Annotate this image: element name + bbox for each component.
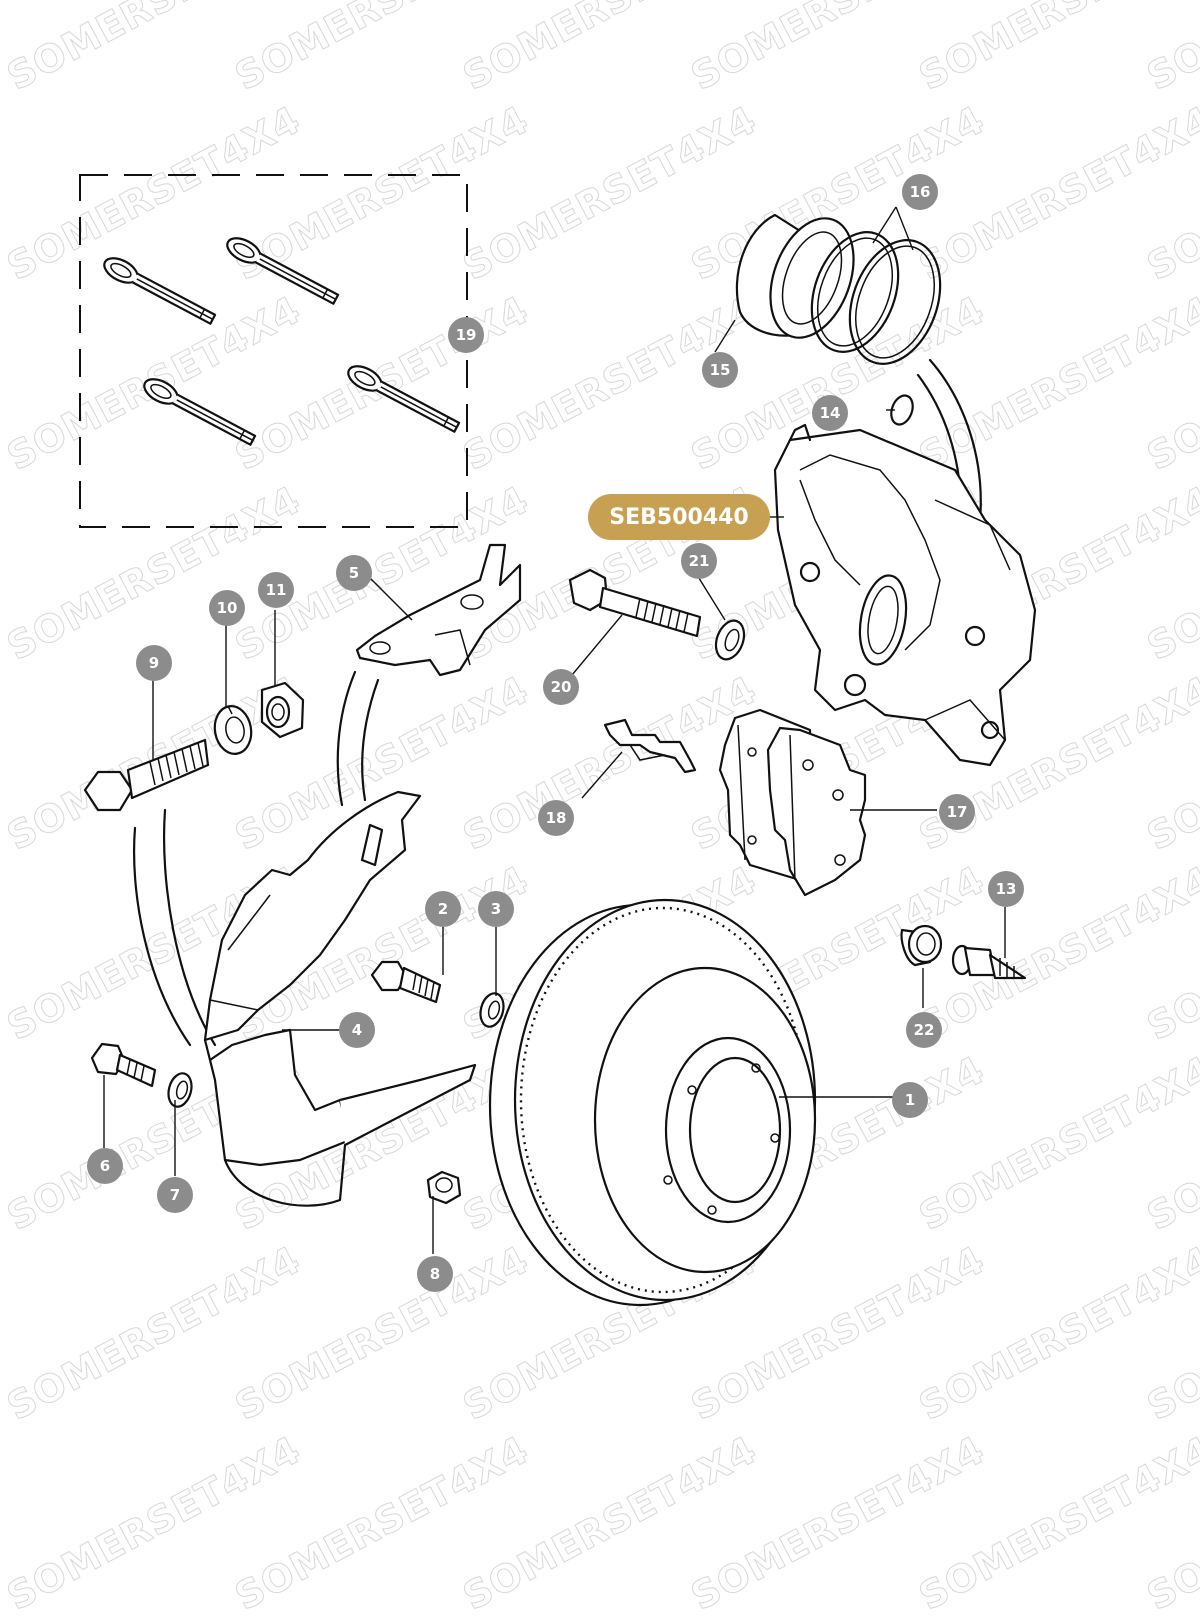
callout-16[interactable]: 16 bbox=[902, 174, 938, 210]
anti-rattle-spring-drawing bbox=[603, 718, 697, 774]
callout-2[interactable]: 2 bbox=[425, 891, 461, 927]
callout-10[interactable]: 10 bbox=[209, 590, 245, 626]
callout-20[interactable]: 20 bbox=[543, 669, 579, 705]
split-pin-kit-box bbox=[79, 174, 468, 528]
callout-8[interactable]: 8 bbox=[417, 1256, 453, 1292]
brake-disc-drawing bbox=[488, 898, 817, 1307]
brake-pad-drawing bbox=[718, 708, 867, 897]
callout-9[interactable]: 9 bbox=[136, 645, 172, 681]
part-number-highlight[interactable]: SEB500440 bbox=[588, 494, 770, 540]
callout-5[interactable]: 5 bbox=[336, 555, 372, 591]
guide-bolt-drawing bbox=[951, 944, 1027, 980]
split-pin-drawing bbox=[103, 237, 461, 446]
callout-19[interactable]: 19 bbox=[448, 317, 484, 353]
small-seal-drawing bbox=[890, 394, 914, 426]
hex-nut-drawing bbox=[260, 681, 305, 739]
hex-bolt-drawing bbox=[83, 738, 210, 812]
small-bolt-drawing bbox=[90, 1042, 157, 1088]
dust-shield-drawing bbox=[203, 790, 477, 1207]
callout-15[interactable]: 15 bbox=[702, 352, 738, 388]
callout-1[interactable]: 1 bbox=[892, 1082, 928, 1118]
small-washer-drawing bbox=[167, 1072, 193, 1108]
callout-3[interactable]: 3 bbox=[478, 891, 514, 927]
caliper-washer-drawing bbox=[714, 619, 746, 661]
callout-18[interactable]: 18 bbox=[538, 800, 574, 836]
caliper-bolt-drawing bbox=[568, 568, 702, 638]
brake-caliper-drawing bbox=[773, 423, 1037, 767]
callout-7[interactable]: 7 bbox=[157, 1177, 193, 1213]
mounting-bracket-drawing bbox=[355, 543, 522, 677]
callout-11[interactable]: 11 bbox=[258, 572, 294, 608]
leader-lines bbox=[103, 206, 1006, 1254]
callout-17[interactable]: 17 bbox=[939, 794, 975, 830]
callout-4[interactable]: 4 bbox=[339, 1012, 375, 1048]
shield-bolt-drawing bbox=[370, 960, 442, 1004]
piston-seal-drawing bbox=[810, 231, 942, 365]
small-nut-drawing bbox=[426, 1170, 462, 1205]
callout-22[interactable]: 22 bbox=[906, 1012, 942, 1048]
callout-14[interactable]: 14 bbox=[812, 395, 848, 431]
callout-13[interactable]: 13 bbox=[988, 871, 1024, 907]
callout-21[interactable]: 21 bbox=[681, 543, 717, 579]
spring-washer-drawing bbox=[213, 705, 253, 755]
callout-6[interactable]: 6 bbox=[87, 1148, 123, 1184]
piston-drawing bbox=[735, 213, 855, 339]
bush-drawing bbox=[900, 924, 943, 967]
